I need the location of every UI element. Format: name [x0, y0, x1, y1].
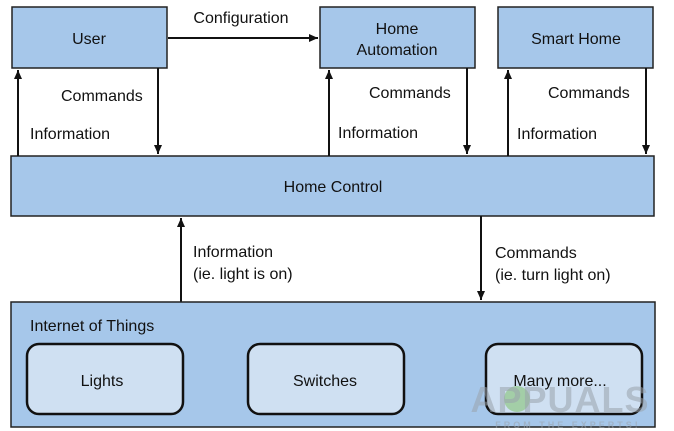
iot-commands-label-line1: Commands	[495, 245, 577, 262]
home-control-node: Home Control	[10, 155, 655, 217]
appuals-watermark: APPUALS FROM THE EXPERTS!	[470, 379, 649, 430]
iot-commands-label-line2: (ie. turn light on)	[495, 267, 611, 284]
smart-home-node: Smart Home	[497, 6, 654, 69]
switches-node: Switches	[246, 342, 406, 416]
lights-label: Lights	[81, 373, 124, 390]
watermark-brand: APPUALS	[470, 379, 649, 420]
watermark-tagline: FROM THE EXPERTS!	[495, 420, 641, 430]
smart-home-label: Smart Home	[531, 31, 621, 48]
home-automation-information-label: Information	[338, 125, 418, 142]
many-more-label: Many more...	[513, 373, 606, 390]
user-commands-label: Commands	[61, 88, 143, 105]
iot-information-label-line1: Information	[193, 244, 273, 261]
home-automation-edges: Commands Information	[325, 68, 471, 156]
user-edges: Commands Information	[14, 68, 162, 156]
home-automation-commands-label: Commands	[369, 85, 451, 102]
user-label: User	[72, 31, 106, 48]
home-automation-node: Home Automation	[319, 6, 476, 69]
smart-home-commands-label: Commands	[548, 85, 630, 102]
user-information-label: Information	[30, 126, 110, 143]
lights-node: Lights	[25, 342, 185, 416]
switches-label: Switches	[293, 373, 357, 390]
smart-home-information-label: Information	[517, 126, 597, 143]
iot-container: Internet of Things Lights Switches Many …	[10, 301, 656, 428]
user-node: User	[11, 6, 168, 69]
home-automation-label-line1: Home	[376, 21, 419, 38]
iot-edges: Information (ie. light is on) Commands (…	[177, 216, 611, 302]
mascot-icon	[504, 386, 530, 412]
home-control-label: Home Control	[284, 179, 383, 196]
configuration-label: Configuration	[193, 10, 288, 27]
home-automation-label-line2: Automation	[357, 42, 438, 59]
configuration-edge: Configuration	[168, 10, 318, 42]
iot-information-label-line2: (ie. light is on)	[193, 266, 293, 283]
iot-label: Internet of Things	[30, 318, 154, 335]
smart-home-edges: Commands Information	[504, 68, 650, 156]
